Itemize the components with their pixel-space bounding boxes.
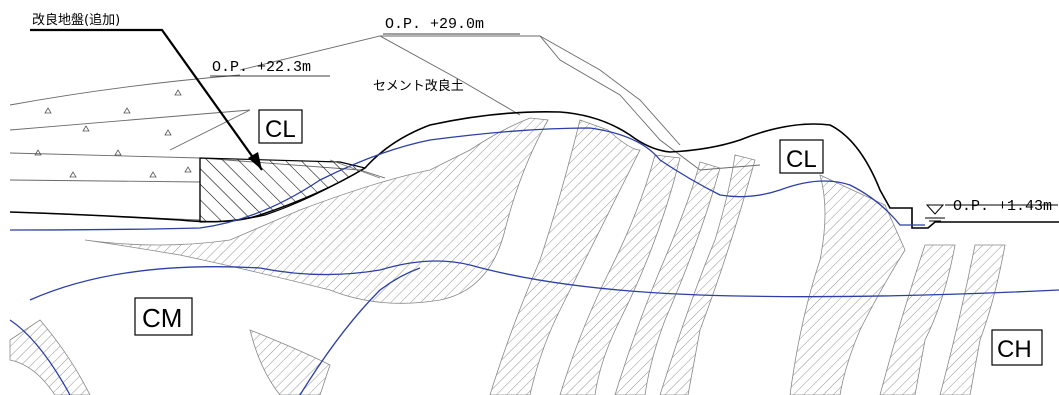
- cement-leader: [329, 159, 381, 179]
- elevation-water-label: O.P. +1.43m: [953, 198, 1052, 215]
- elevation-top-label: O.P. +29.0m: [385, 16, 484, 33]
- elevation-underlines: [210, 33, 520, 77]
- rock-class-box-cm: CM: [134, 297, 193, 336]
- svg-text:CH: CH: [997, 336, 1032, 363]
- rock-band-left: [9, 319, 91, 395]
- rock-class-box-cl-left: CL: [258, 109, 303, 144]
- rock-band-6: [789, 174, 906, 395]
- hatched-rock-bands: [9, 117, 1006, 395]
- elevation-left-label: O.P. +22.3m: [212, 59, 311, 76]
- rock-band-bottom-left: [249, 329, 331, 395]
- rock-band-3: [559, 154, 681, 395]
- rubble-symbols: [34, 89, 192, 178]
- rock-band-7: [879, 244, 956, 395]
- svg-text:CL: CL: [786, 146, 817, 173]
- improved-ground-label: 改良地盤(追加): [32, 12, 120, 28]
- svg-text:CM: CM: [142, 303, 182, 333]
- rock-band-2: [489, 119, 641, 395]
- rock-band-cm: [84, 117, 549, 304]
- improved-ground-leader: [30, 28, 263, 171]
- water-table-lines: [9, 127, 1059, 395]
- rock-band-8: [939, 244, 1006, 395]
- rock-band-4: [614, 161, 721, 395]
- cement-soil-label: セメント改良土: [373, 78, 464, 94]
- water-level-marker: [925, 204, 1058, 222]
- rock-class-box-cl-right: CL: [779, 139, 824, 174]
- rock-band-5: [659, 154, 756, 395]
- svg-text:CL: CL: [265, 116, 296, 143]
- rock-class-box-ch: CH: [991, 329, 1043, 366]
- ground-surface-line: [9, 110, 1059, 229]
